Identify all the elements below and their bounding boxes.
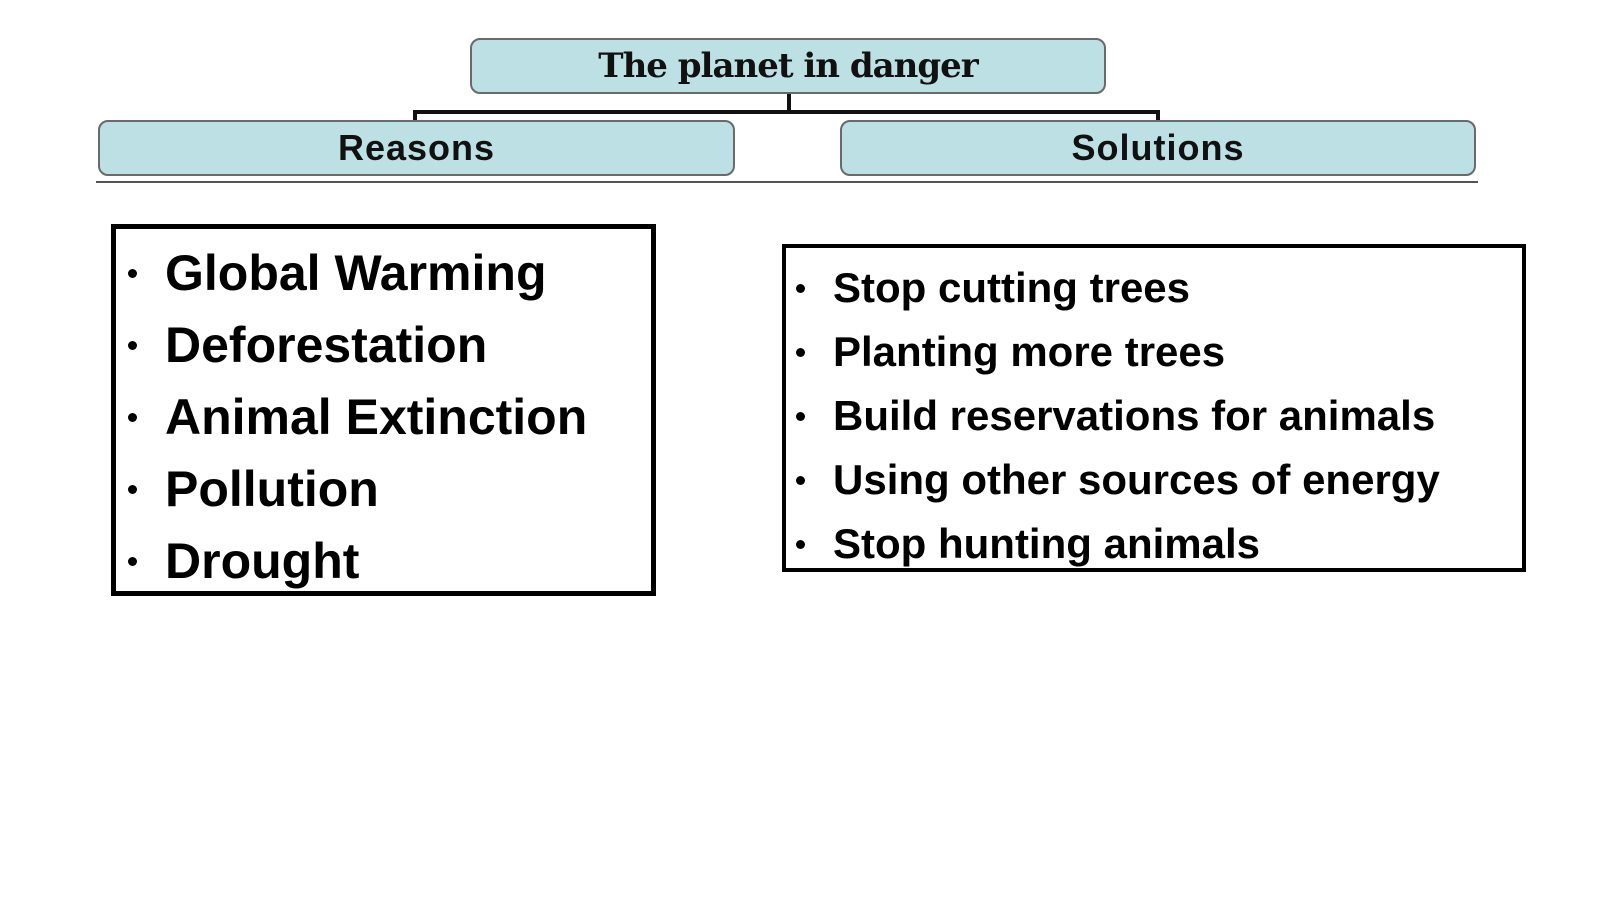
title-node: The planet in danger <box>470 38 1106 94</box>
connector-right <box>1156 110 1160 122</box>
list-item: Stop hunting animals <box>796 512 1522 576</box>
bullet-icon <box>128 556 137 566</box>
list-item: Pollution <box>128 453 651 525</box>
reasons-list: Global Warming Deforestation Animal Exti… <box>128 237 651 597</box>
list-item: Planting more trees <box>796 320 1522 384</box>
connector-horizontal <box>413 110 1160 114</box>
bullet-icon <box>128 268 137 278</box>
list-item-text: Animal Extinction <box>165 389 588 445</box>
bullet-icon <box>796 411 805 421</box>
list-item-text: Global Warming <box>165 245 547 301</box>
list-item: Animal Extinction <box>128 381 651 453</box>
list-item: Using other sources of energy <box>796 448 1522 512</box>
solutions-list-box: Stop cutting trees Planting more trees B… <box>782 244 1526 572</box>
bullet-icon <box>128 340 137 350</box>
solutions-node: Solutions <box>840 120 1476 176</box>
connector-vertical <box>787 94 791 112</box>
list-item: Deforestation <box>128 309 651 381</box>
bullet-icon <box>128 412 137 422</box>
list-item-text: Deforestation <box>165 317 488 373</box>
divider-line <box>96 181 1478 183</box>
list-item: Global Warming <box>128 237 651 309</box>
list-item-text: Pollution <box>165 461 379 517</box>
bullet-icon <box>796 283 805 293</box>
connector-left <box>413 110 417 122</box>
list-item-text: Build reservations for animals <box>833 392 1436 439</box>
reasons-node: Reasons <box>98 120 735 176</box>
bullet-icon <box>796 347 805 357</box>
list-item: Build reservations for animals <box>796 384 1522 448</box>
list-item-text: Stop hunting animals <box>833 520 1260 567</box>
bullet-icon <box>796 475 805 485</box>
list-item-text: Stop cutting trees <box>833 264 1191 311</box>
list-item: Drought <box>128 525 651 597</box>
bullet-icon <box>128 484 137 494</box>
bullet-icon <box>796 539 805 549</box>
list-item-text: Planting more trees <box>833 328 1226 375</box>
list-item: Stop cutting trees <box>796 256 1522 320</box>
solutions-list: Stop cutting trees Planting more trees B… <box>796 256 1522 576</box>
reasons-list-box: Global Warming Deforestation Animal Exti… <box>111 224 656 596</box>
list-item-text: Drought <box>165 533 360 589</box>
list-item-text: Using other sources of energy <box>833 456 1440 503</box>
